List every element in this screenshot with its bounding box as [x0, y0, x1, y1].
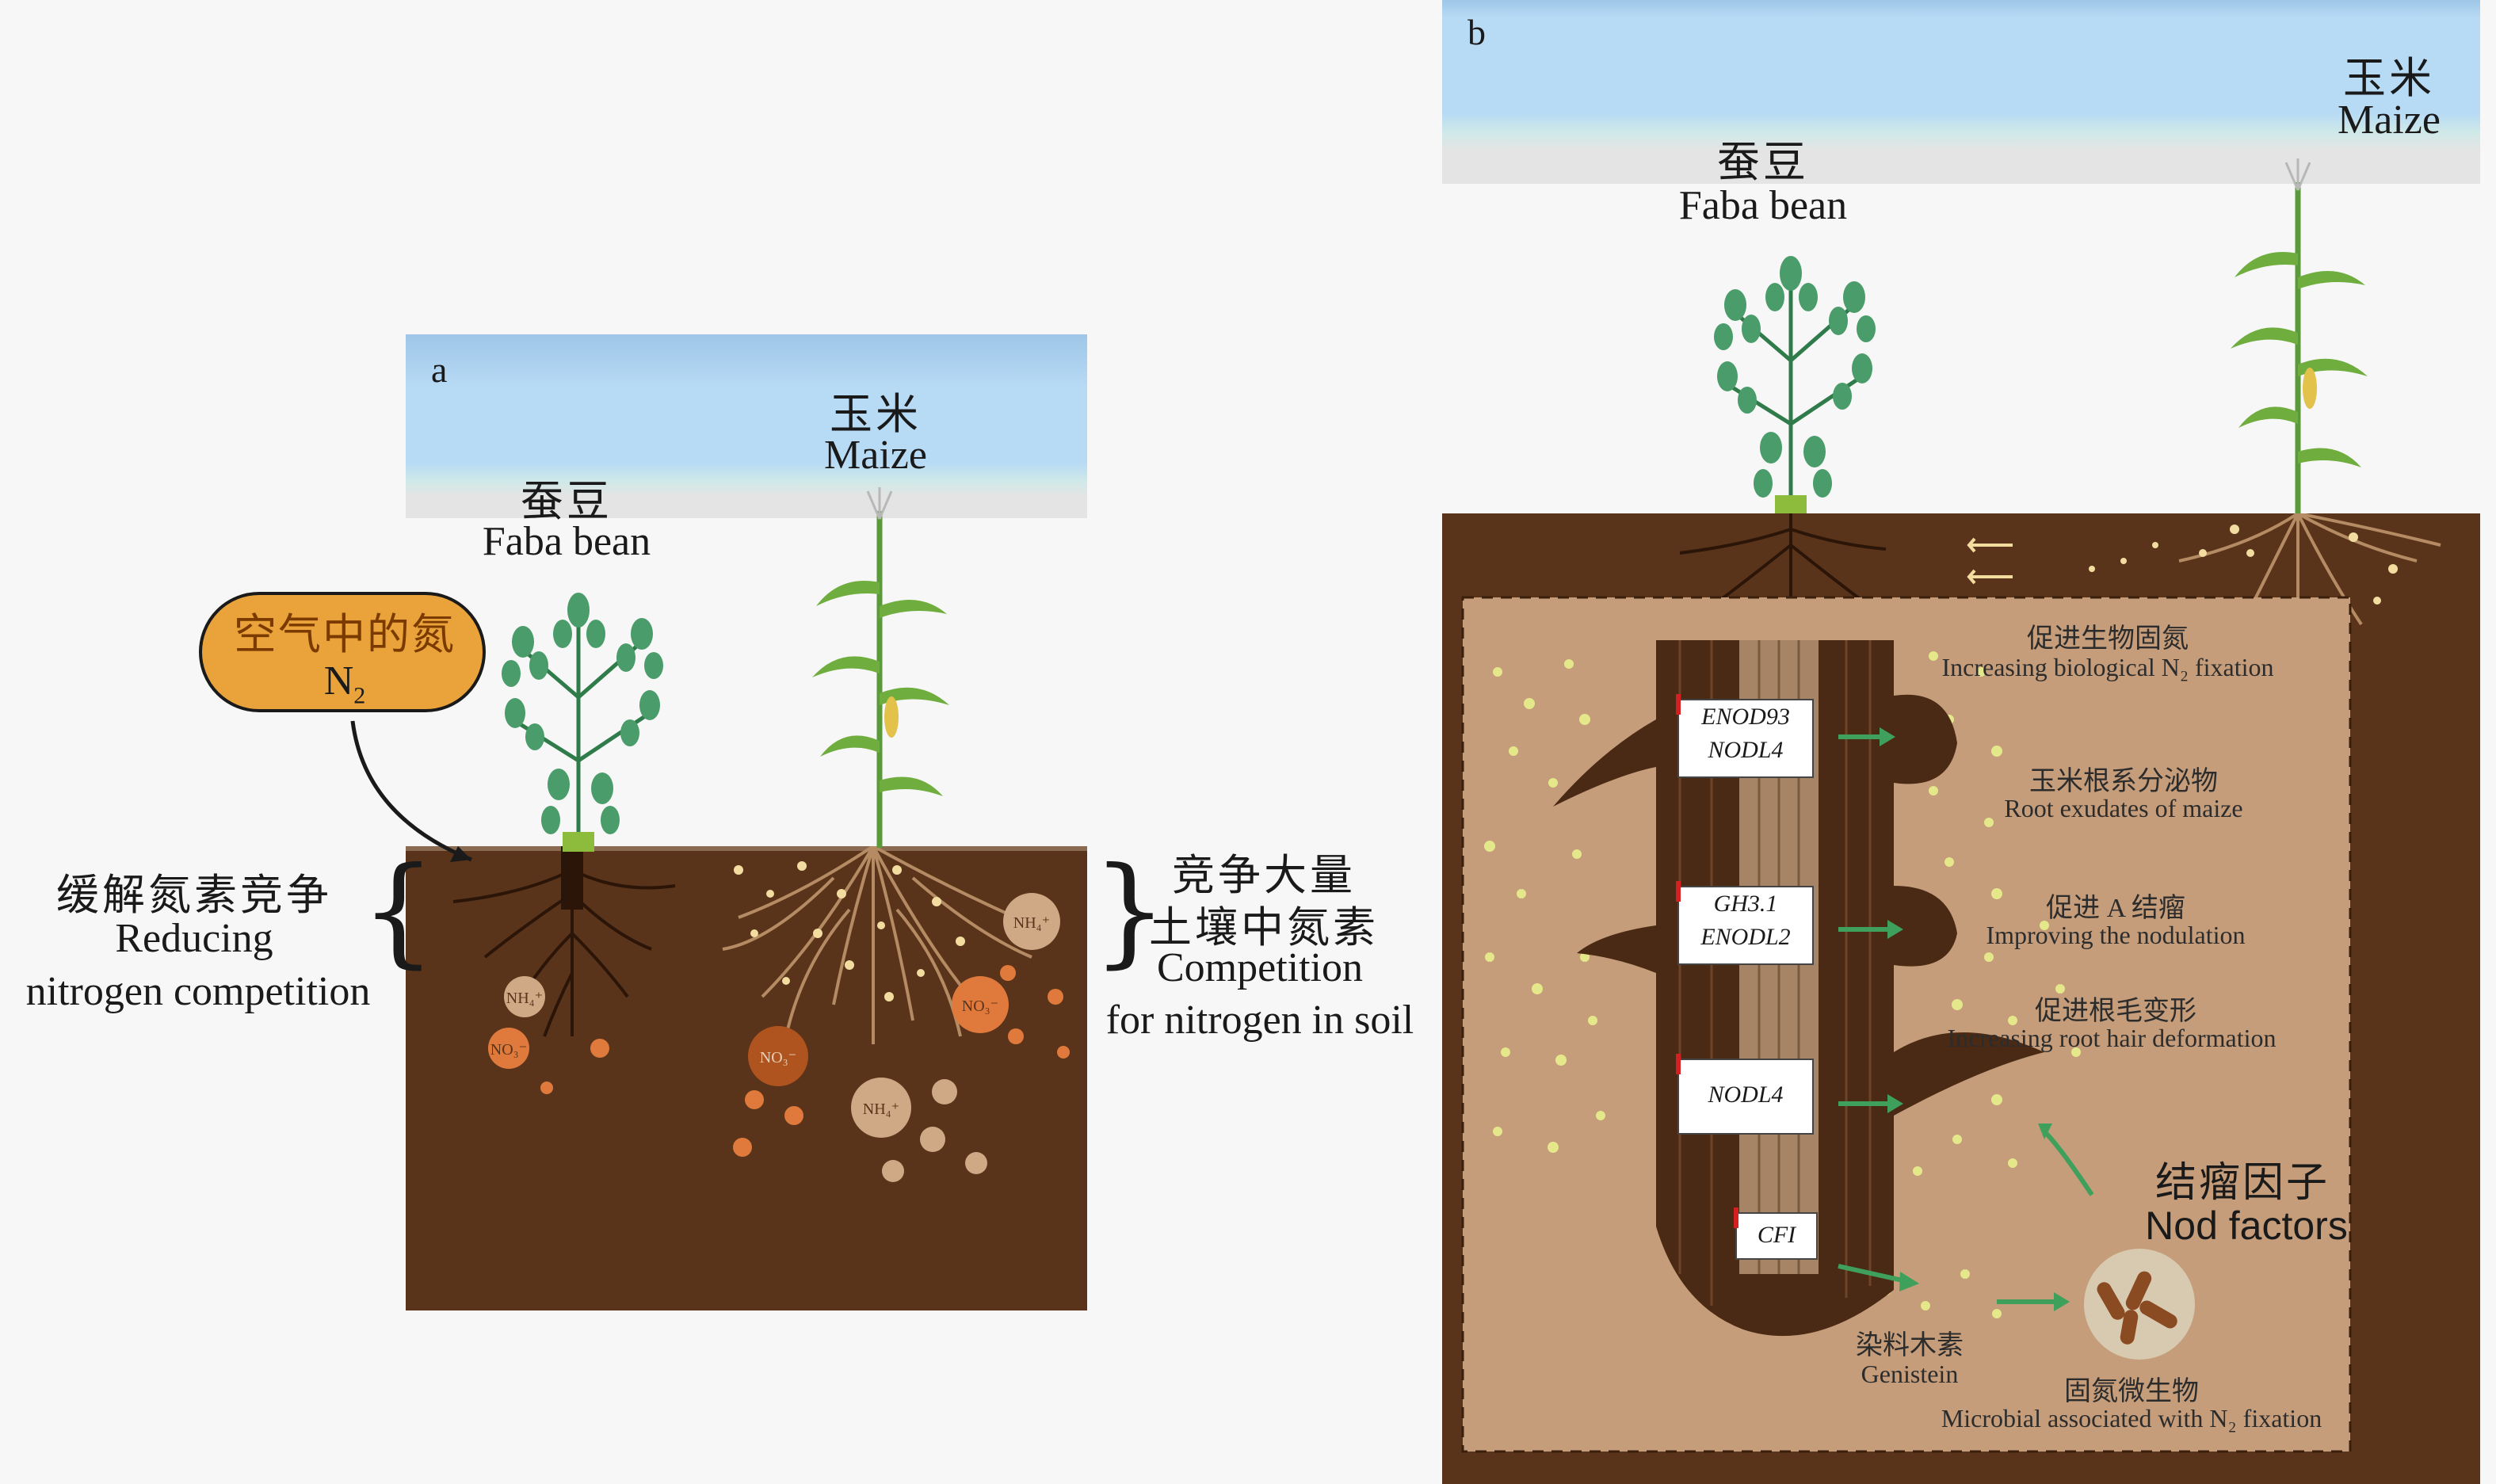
- genistein-label-en: Genistein: [1861, 1360, 1959, 1388]
- air-nitrogen-formula: N2: [214, 658, 475, 709]
- gene-flag-2: [1676, 881, 1681, 902]
- reducing-competition-en1: Reducing: [115, 916, 273, 961]
- maize-plant-a: [812, 487, 949, 848]
- nod-factor-zh: 结瘤因子: [2154, 1161, 2330, 1206]
- faba-bean-plant-a: [502, 593, 663, 852]
- hair-label-zh: 促进根毛变形: [2035, 997, 2196, 1026]
- maize-label-en-b: Maize: [2338, 97, 2441, 143]
- air-nitrogen-n: N: [323, 658, 354, 704]
- competition-en1: Competition: [1157, 945, 1363, 990]
- faba-label-en-b: Faba bean: [1678, 183, 1848, 228]
- air-n-arrow: [350, 720, 472, 862]
- genistein-label-zh: 染料木素: [1856, 1331, 1964, 1360]
- panel-b-sky: [1442, 0, 2480, 184]
- faba-bean-plant-b: [1714, 256, 1876, 515]
- gene-label: ENOD93: [1701, 704, 1790, 730]
- gene-label: CFI: [1757, 1222, 1796, 1248]
- nodulation-label-en: Improving the nodulation: [1986, 921, 2246, 949]
- gene-flag-1: [1676, 694, 1681, 715]
- faba-label-zh-b: 蚕豆: [1717, 139, 1809, 186]
- gene-flag-3: [1676, 1054, 1681, 1074]
- bnf-label-zh: 促进生物固氮: [2027, 624, 2189, 654]
- microbe-label-en: Microbial associated with N₂ fixation: [1941, 1404, 2322, 1432]
- bnf-label-en: Increasing biological N₂ fixation: [1941, 653, 2274, 681]
- competition-zh2: 土壤中氮素: [1149, 904, 1379, 952]
- panel-b-letter: b: [1467, 12, 1486, 52]
- faba-label-zh: 蚕豆: [521, 478, 613, 525]
- panel-a-sky: [406, 334, 1087, 518]
- ion-nh4-a3: NH₄⁺: [863, 1101, 899, 1118]
- maize-label-zh: 玉米: [830, 391, 922, 438]
- ion-nh4-a1: NH₄⁺: [506, 990, 543, 1007]
- hair-label-en: Increasing root hair deformation: [1947, 1024, 2277, 1052]
- right-brace: }: [1092, 842, 1168, 980]
- exudate-label-zh: 玉米根系分泌物: [2029, 767, 2218, 796]
- gene-label: ENODL2: [1700, 924, 1791, 950]
- left-brace: {: [361, 842, 437, 980]
- maize-label-zh-b: 玉米: [2343, 55, 2435, 102]
- competition-en2: for nitrogen in soil: [1105, 998, 1414, 1043]
- gene-label: NODL4: [1708, 1082, 1784, 1108]
- air-nitrogen-zh: 空气中的氮: [234, 611, 456, 658]
- competition-zh1: 竞争大量: [1172, 852, 1356, 899]
- panel-a-soil: NH₄⁺ NO₃⁻ NH₄⁺ NO₃⁻ NO₃⁻ NH₄⁺: [406, 846, 1087, 1310]
- ion-no3-a2: NO₃⁻: [962, 998, 998, 1015]
- gene-label: NODL4: [1708, 737, 1784, 763]
- maize-label-en: Maize: [824, 433, 927, 478]
- air-nitrogen-sub: 2: [353, 682, 366, 709]
- gene-label: GH3.1: [1713, 891, 1778, 917]
- gene-box-3: NODL4: [1676, 1054, 1814, 1135]
- panel-a: a 蚕豆 Faba bean 玉米 Maize: [25, 334, 1414, 1310]
- air-nitrogen-bubble: [199, 592, 486, 712]
- ion-nh4-a2: NH₄⁺: [1013, 914, 1050, 932]
- exudate-label-en: Root exudates of maize: [2004, 794, 2243, 822]
- ion-no3-a1: NO₃⁻: [490, 1041, 527, 1059]
- gene-flag-4: [1734, 1207, 1738, 1228]
- nod-factor-en: Nod factors: [2145, 1204, 2348, 1248]
- nodulation-label-zh: 促进 A 结瘤: [2046, 894, 2185, 923]
- gene-box-4: CFI: [1734, 1207, 1818, 1260]
- panel-b: b 蚕豆 Faba bean 玉米 Maize: [1442, 0, 2480, 1484]
- maize-plant-b: [2231, 158, 2368, 519]
- panel-b-soil: [1442, 513, 2480, 1484]
- panel-a-letter: a: [431, 349, 448, 390]
- gene-box-2: GH3.1 ENODL2: [1676, 881, 1814, 965]
- reducing-competition-en2: nitrogen competition: [25, 969, 371, 1014]
- gene-box-1: ENOD93 NODL4: [1676, 694, 1814, 778]
- reducing-competition-zh: 缓解氮素竞争: [56, 872, 332, 919]
- ion-no3-a3: NO₃⁻: [760, 1049, 796, 1066]
- microbe-label-zh: 固氮微生物: [2064, 1377, 2199, 1406]
- faba-label-en: Faba bean: [482, 519, 651, 564]
